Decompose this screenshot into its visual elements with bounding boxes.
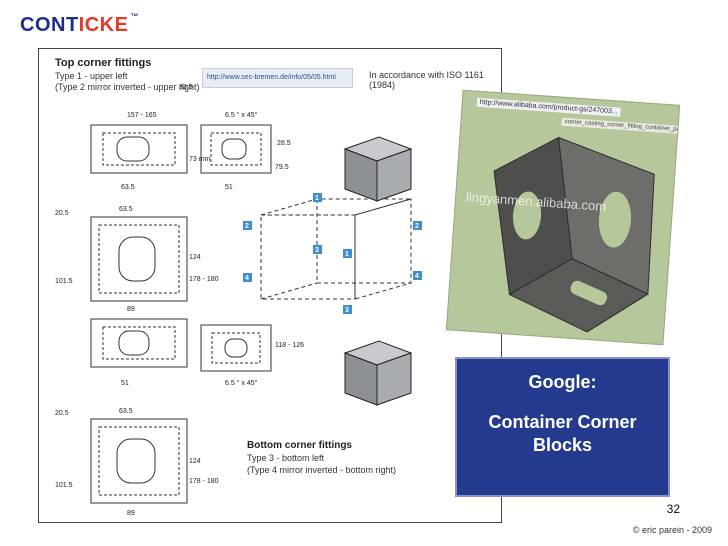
marker-label: 4 xyxy=(245,275,249,282)
top-fittings-type: Type 1 - upper left xyxy=(55,71,128,81)
dim-label: 63.5 xyxy=(119,206,133,213)
top-plan-view xyxy=(90,124,188,174)
marker-label: 3 xyxy=(315,247,319,254)
dim-label: 89 xyxy=(127,306,135,313)
marker-label: 3 xyxy=(345,307,349,314)
bottom-fittings-type: Type 3 - bottom left xyxy=(247,453,325,463)
marker-label: 4 xyxy=(415,273,419,280)
top-corner-casting-3d xyxy=(343,136,413,202)
bottom-corner-casting-3d xyxy=(343,340,413,406)
technical-drawing-sheet: Top corner fittings Type 1 - upper left … xyxy=(38,48,502,523)
dim-label: 178 - 180 xyxy=(189,478,219,485)
corner-block-photo: http://www.alibaba.com/product-gs/247003… xyxy=(445,89,681,346)
top-end-view xyxy=(200,124,272,174)
dim-label: 28.5 xyxy=(277,140,291,147)
callout-line-1: Google: xyxy=(528,372,597,392)
copyright: © eric parein - 2009 xyxy=(632,525,712,535)
dim-label: 20.5 xyxy=(55,410,69,417)
dim-label: 101.5 xyxy=(55,482,73,489)
bottom-fittings-mirror: (Type 4 mirror inverted - bottom right) xyxy=(247,465,397,475)
dim-label: 51 xyxy=(121,380,129,387)
marker-label: 1 xyxy=(345,251,349,258)
bottom-side-view xyxy=(90,418,188,504)
top-side-view xyxy=(90,216,188,302)
dim-label: 79.5 xyxy=(275,164,289,171)
source-url: http://www.sec-bremen.de/info/05/05.html xyxy=(202,68,353,88)
dim-label: 20.5 xyxy=(55,210,69,217)
top-fittings-mirror: (Type 2 mirror inverted - upper right) xyxy=(55,82,200,92)
bottom-plan-view xyxy=(90,318,188,368)
bottom-fittings-title: Bottom corner fittings xyxy=(247,440,352,451)
callout-line-3: Blocks xyxy=(532,435,593,455)
page-number: 32 xyxy=(666,502,680,516)
dim-label: 6.5 ° x 45° xyxy=(225,111,258,119)
marker-label: 1 xyxy=(315,195,319,202)
dim-label: 178 - 180 xyxy=(189,276,219,283)
dim-label: 51 xyxy=(225,184,233,191)
top-fittings-title: Top corner fittings xyxy=(55,57,152,69)
corner-block-shape xyxy=(493,136,655,333)
dim-label: 6.5 ° x 45° xyxy=(225,379,258,387)
bottom-end-view xyxy=(200,324,272,372)
marker-label: 2 xyxy=(415,223,419,230)
dim-label: 63.5 xyxy=(121,184,135,191)
engineering-drawings: 157 - 165 33.5 6.5 ° x 45° 28.5 73 mm 63… xyxy=(55,84,422,517)
dim-label: 157 - 165 xyxy=(127,112,157,119)
container-isometric xyxy=(260,198,412,300)
dim-label: 124 xyxy=(189,254,201,261)
iso-note: In accordance with ISO 1161 (1984) xyxy=(369,70,484,90)
marker-label: 2 xyxy=(245,223,249,230)
dim-label: 118 - 126 xyxy=(275,342,304,349)
dim-label: 63.5 xyxy=(119,408,133,415)
dim-label: 101.5 xyxy=(55,278,73,285)
dim-label: 124 xyxy=(189,458,201,465)
dim-label: 89 xyxy=(127,510,135,517)
dim-label: 73 mm xyxy=(189,156,211,163)
dim-label: 33.5 xyxy=(179,84,193,91)
google-callout-box: Google: Container Corner Blocks xyxy=(455,357,670,497)
callout-line-2: Container Corner xyxy=(488,412,637,432)
